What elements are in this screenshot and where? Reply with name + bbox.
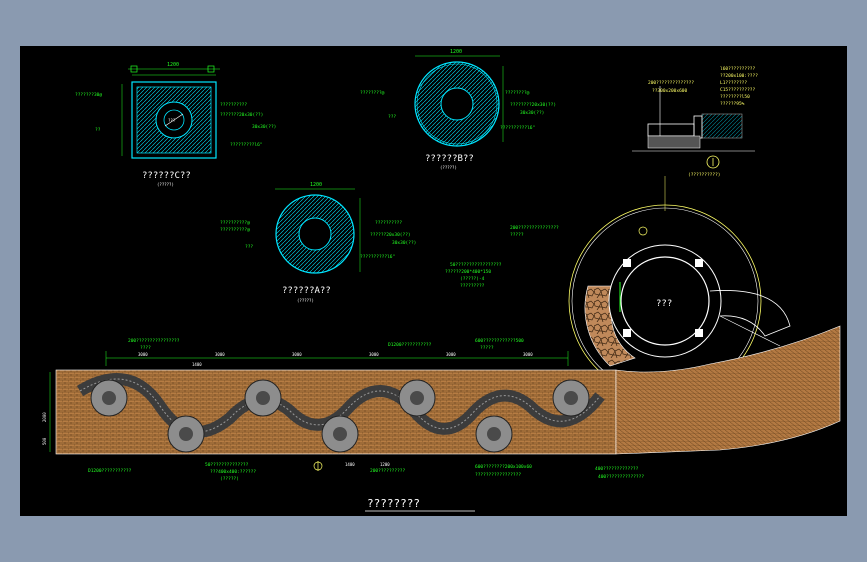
section-note-4: C15?????????? — [720, 87, 756, 93]
strip-note-bottom-6: 600????????200x100x60 — [475, 464, 532, 470]
strip-note-top-1: 200???????????????? — [128, 338, 180, 344]
tree-pit — [167, 415, 205, 453]
plaza-note-4: ??????200*400*150 — [445, 269, 491, 275]
detail-a-note-4: ?????????? — [375, 220, 402, 226]
strip-note-bottom-8: 400????????????? — [595, 466, 639, 472]
cad-drawing: 1200 ??? ???????30@ ?? ???????20x30(??) … — [42, 49, 841, 512]
detail-a-note-6: 30x30(??) — [392, 240, 416, 246]
plaza-note-1: 200??????????????? — [510, 225, 559, 231]
detail-c-note-5: ?? — [95, 127, 101, 133]
plaza-note-5: (?????)-4 — [460, 276, 485, 282]
dim-height-2: 500 — [42, 437, 47, 445]
detail-a-note-5: ??????20x30(??) — [370, 232, 411, 238]
detail-b-sublabel: (?????) — [440, 165, 457, 170]
detail-b-note-5: 30x30(??) — [520, 110, 544, 116]
detail-a-sublabel: (?????) — [297, 298, 314, 303]
tree-pit — [398, 379, 436, 417]
section-label: (??????????) — [688, 172, 721, 178]
drawing-title: ???????? — [365, 497, 475, 512]
detail-a-note-2: ??????????@ — [220, 227, 250, 233]
strip-note-top-5: ????? — [480, 345, 494, 351]
strip-note-bottom-1: D1200??????????? — [88, 468, 132, 474]
section-lower-note: 200?????????????? — [648, 80, 694, 86]
detail-a-dim: 1200 — [310, 182, 322, 188]
detail-b-note-6: ??????????l6" — [500, 125, 535, 131]
dim-sub-3: 1200 — [380, 462, 390, 467]
tree-pits — [90, 379, 590, 453]
section-note-2: ??200x100:???? — [720, 73, 758, 79]
detail-b-note-1: ????????@ — [360, 90, 385, 96]
dim-top-5: 3000 — [446, 352, 456, 357]
dim-height-1: 2000 — [42, 412, 47, 422]
plaza-note-2: ????? — [510, 232, 524, 238]
strip-note-top-3: D1200??????????? — [388, 342, 432, 348]
tree-pit — [90, 379, 128, 417]
strip-note-top-2: ???? — [140, 345, 151, 351]
detail-c-center: ??? — [168, 118, 176, 123]
detail-c: 1200 ??? ???????30@ ?? ???????20x30(??) … — [75, 62, 276, 187]
section-detail: l60?????????? ??200x100:???? L1???????? … — [632, 66, 758, 178]
detail-b-label: ??????B?? — [425, 154, 474, 164]
section-note-1: l60?????????? — [720, 66, 756, 72]
detail-a: 1200 ??????????@ ??????????@ ??? ???????… — [220, 182, 416, 303]
section-note-6: ??????95% — [720, 101, 745, 107]
detail-c-sublabel: (?????) — [157, 182, 174, 187]
detail-a-note-3: ??? — [245, 244, 253, 250]
dim-top-3: 3000 — [292, 352, 302, 357]
detail-b-note-4: ????????20x30(??) — [510, 102, 556, 108]
detail-b-dim: 1200 — [450, 49, 462, 55]
section-size-note: ??300x200x600 — [652, 88, 688, 94]
dim-top-1: 3000 — [138, 352, 148, 357]
plaza-note-3: 50????????????????? — [450, 262, 502, 268]
paved-strip: 3000 3000 3000 3000 3000 3000 1400 1400 … — [42, 325, 841, 482]
detail-c-note-2: ???????20x30(??) — [220, 112, 263, 118]
strip-note-bottom-3: ???400x400:?????? — [210, 469, 256, 475]
detail-c-label: ??????C?? — [142, 171, 191, 181]
detail-b-note-2: ??? — [388, 114, 396, 120]
detail-a-note-1: ??????????@ — [220, 220, 250, 226]
tree-pit — [244, 379, 282, 417]
section-note-3: L1???????? — [720, 80, 747, 86]
dim-sub-2: 1400 — [345, 462, 355, 467]
detail-a-note-7: ??????????l6" — [360, 254, 395, 260]
tree-pit — [552, 379, 590, 417]
tree-pit — [321, 415, 359, 453]
section-note-5: ????????l50 — [720, 94, 750, 100]
detail-b-note-3: ????????@ — [505, 90, 530, 96]
strip-note-bottom-4: (?????) — [220, 476, 239, 482]
strip-note-bottom-9: 400?????????????? — [598, 474, 644, 480]
dim-top-4: 3000 — [369, 352, 379, 357]
drawing-title-text: ???????? — [367, 497, 420, 510]
dim-top-6: 3000 — [523, 352, 533, 357]
detail-a-label: ??????A?? — [282, 286, 331, 296]
strip-note-bottom-7: ????????????????? — [475, 472, 521, 478]
dim-sub-1: 1400 — [192, 362, 202, 367]
dim-top-2: 3000 — [215, 352, 225, 357]
tree-pit — [475, 415, 513, 453]
detail-c-dim: 1200 — [167, 62, 179, 68]
strip-note-bottom-5: 200?????????? — [370, 468, 406, 474]
strip-note-top-4: 600????????????500 — [475, 338, 524, 344]
plaza-note-6: ????????? — [460, 283, 485, 289]
detail-c-note-3: 30x30(??) — [252, 124, 276, 130]
detail-c-note-7: ?????????l6" — [230, 142, 263, 148]
cad-drawing-canvas: 1200 ??? ???????30@ ?? ???????20x30(??) … — [20, 46, 847, 516]
strip-note-bottom-2: 50?????????????? — [205, 462, 249, 468]
circular-plaza: ??? 200??????????????? ????? 50?????????… — [445, 176, 791, 398]
plaza-center: ??? — [656, 299, 672, 309]
detail-c-note-1: ???????30@ — [75, 92, 102, 98]
detail-b: 1200 ????????@ ??? ????????@ ????????20x… — [360, 49, 556, 170]
detail-c-note-4: ?????????? — [220, 102, 247, 108]
